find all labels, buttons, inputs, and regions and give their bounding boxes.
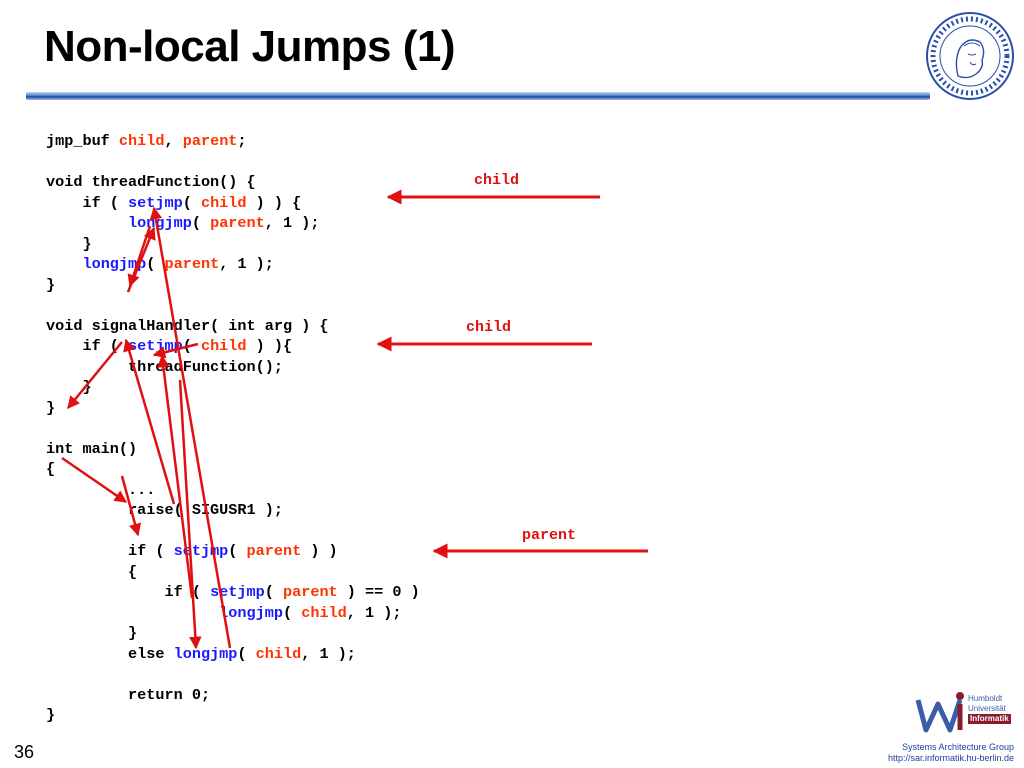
- code-text: ;: [237, 132, 247, 150]
- code-text: , 1 );: [264, 214, 320, 232]
- code-line: }: [46, 378, 92, 396]
- code-line: longjmp( parent, 1 );: [46, 214, 319, 232]
- code-text: {: [46, 460, 56, 478]
- logo-line-3: Informatik: [968, 714, 1011, 724]
- code-variable: parent: [246, 542, 302, 560]
- code-keyword: longjmp: [82, 255, 147, 273]
- code-text: void threadFunction() {: [46, 173, 256, 191]
- code-text: {: [46, 562, 138, 581]
- code-text: return 0;: [46, 685, 211, 704]
- code-text: (: [146, 255, 165, 273]
- code-text: ...: [46, 480, 156, 499]
- flow-arrow: [178, 379, 202, 650]
- code-text: }: [46, 624, 138, 642]
- hu-informatik-logo-icon: [915, 692, 964, 733]
- code-text: , 1 );: [219, 255, 274, 273]
- code-line: {: [46, 563, 137, 581]
- code-line: }: [46, 399, 55, 417]
- code-line: longjmp( parent, 1 );: [46, 255, 274, 273]
- code-text: if (: [46, 542, 174, 560]
- code-keyword: setjmp: [210, 583, 265, 601]
- code-text: , 1 );: [301, 644, 356, 663]
- code-text: }: [46, 234, 92, 253]
- annotation-child-2: child: [466, 319, 512, 336]
- code-line: longjmp( child, 1 );: [46, 604, 401, 622]
- code-variable: parent: [282, 583, 338, 601]
- code-text: (: [228, 542, 247, 560]
- code-text: ) ): [301, 542, 338, 560]
- code-keyword: longjmp: [219, 603, 283, 622]
- code-text: ) == 0 ): [337, 583, 420, 601]
- code-text: (: [191, 214, 211, 232]
- code-line: }: [46, 276, 55, 294]
- footer-group-name: Systems Architecture Group: [901, 742, 1014, 752]
- page-number: 36: [14, 742, 35, 762]
- flow-arrow: [126, 226, 156, 293]
- annotation-child-1: child: [474, 172, 520, 189]
- flow-arrow: [157, 354, 194, 599]
- code-text: }: [46, 398, 56, 417]
- code-line: void signalHandler( int arg ) {: [46, 317, 329, 335]
- code-text: if (: [46, 337, 129, 355]
- code-keyword: setjmp: [128, 193, 183, 212]
- code-text: }: [46, 706, 56, 724]
- flow-arrow: [120, 475, 142, 537]
- code-variable: parent: [182, 132, 238, 150]
- code-variable: parent: [164, 255, 220, 273]
- code-line: if ( setjmp( child ) ) {: [46, 194, 301, 212]
- institute-logo: Humboldt Universität Informatik: [912, 690, 1016, 738]
- code-variable: child: [200, 337, 247, 355]
- code-variable: child: [255, 644, 302, 663]
- code-text: (: [182, 193, 201, 212]
- footer-url[interactable]: http://sar.informatik.hu-berlin.de: [887, 753, 1014, 763]
- code-text: }: [46, 378, 92, 396]
- flow-arrow: [123, 338, 176, 505]
- code-text: jmp_buf: [46, 132, 119, 150]
- flow-arrow: [152, 342, 199, 359]
- code-text: if (: [46, 583, 211, 601]
- flow-arrow: [149, 206, 232, 649]
- code-line: }: [46, 706, 55, 724]
- logo-line-1: Humboldt: [968, 694, 1003, 703]
- code-variable: child: [301, 603, 347, 622]
- flow-arrow: [67, 341, 123, 409]
- code-listing: jmp_buf child, parent; void threadFuncti…: [46, 131, 420, 726]
- code-variable: parent: [210, 214, 265, 232]
- code-text: (: [237, 644, 256, 663]
- code-line: }: [46, 234, 92, 253]
- code-text: int main(): [46, 439, 138, 458]
- code-text: else: [46, 644, 174, 663]
- code-text: ) ) {: [246, 193, 302, 212]
- code-line: jmp_buf child, parent;: [46, 132, 247, 150]
- code-line: void threadFunction() {: [46, 173, 256, 191]
- code-line: if ( setjmp( parent ) == 0 ): [46, 583, 420, 601]
- slide-title: Non-local Jumps (1): [44, 22, 456, 71]
- code-line: return 0;: [46, 686, 210, 704]
- code-text: ) ){: [246, 337, 293, 355]
- code-text: }: [46, 275, 56, 294]
- code-text: if (: [46, 193, 129, 212]
- flow-arrow: [61, 456, 128, 504]
- code-line: ...: [46, 481, 155, 499]
- annotation-parent: parent: [522, 527, 577, 544]
- university-seal-icon: [926, 12, 1014, 100]
- code-text: (: [264, 583, 283, 601]
- footer: Systems Architecture Group http://sar.in…: [888, 742, 1014, 764]
- code-line: }: [46, 624, 137, 642]
- title-divider: [26, 92, 930, 100]
- code-line: {: [46, 460, 55, 478]
- code-text: void signalHandler( int arg ) {: [46, 316, 329, 335]
- code-variable: child: [200, 193, 247, 212]
- code-line: int main(): [46, 440, 137, 458]
- code-text: ,: [164, 132, 183, 150]
- code-text: , 1 );: [346, 603, 402, 622]
- logo-line-2: Universität: [968, 704, 1006, 713]
- code-variable: child: [118, 132, 165, 150]
- code-text: (: [282, 603, 302, 622]
